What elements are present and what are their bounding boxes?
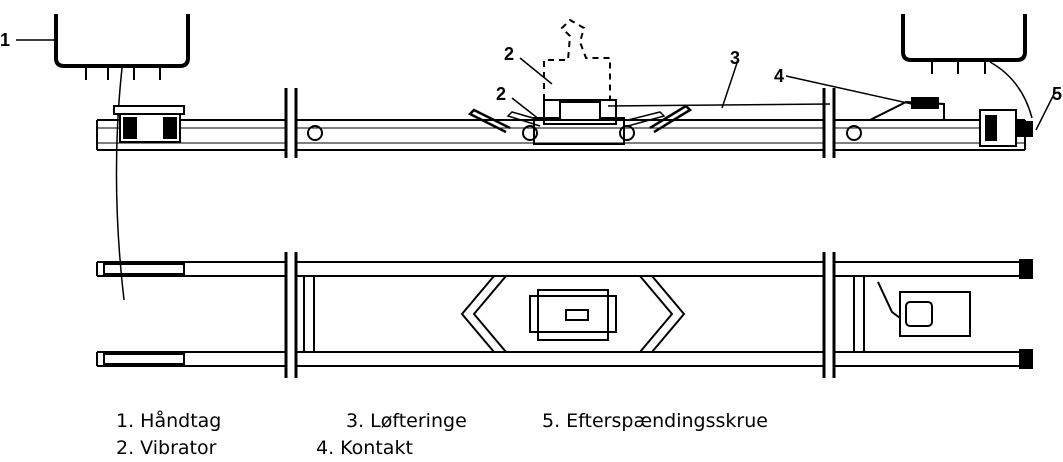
callouts [16,39,1056,131]
right-motor-top [877,281,971,337]
callout-4: 4 [774,66,784,86]
callout-5: 5 [1052,84,1062,104]
callout-2-upper: 2 [504,44,514,64]
legend-switch: 4. Kontakt [316,437,413,459]
right-handle [901,14,1033,119]
legend-tension-screw: 5. Efterspændingsskrue [542,410,768,432]
side-view [54,14,1033,301]
legend-lifting-rings: 3. Løfteringe [346,410,467,432]
vibrator-mount-top [460,275,686,353]
middle-section [284,18,836,158]
callout-2-lower: 2 [496,84,506,104]
lower-rail [96,349,1033,369]
callout-1: 1 [0,30,10,50]
callout-3: 3 [730,48,740,68]
top-view [96,252,1033,378]
legend-vibrator: 2. Vibrator [116,437,217,459]
left-end-section [96,105,286,151]
left-handle [54,14,190,301]
legend-handle: 1. Håndtag [116,410,222,432]
right-end-section [834,97,1033,151]
upper-rail [96,259,1033,279]
